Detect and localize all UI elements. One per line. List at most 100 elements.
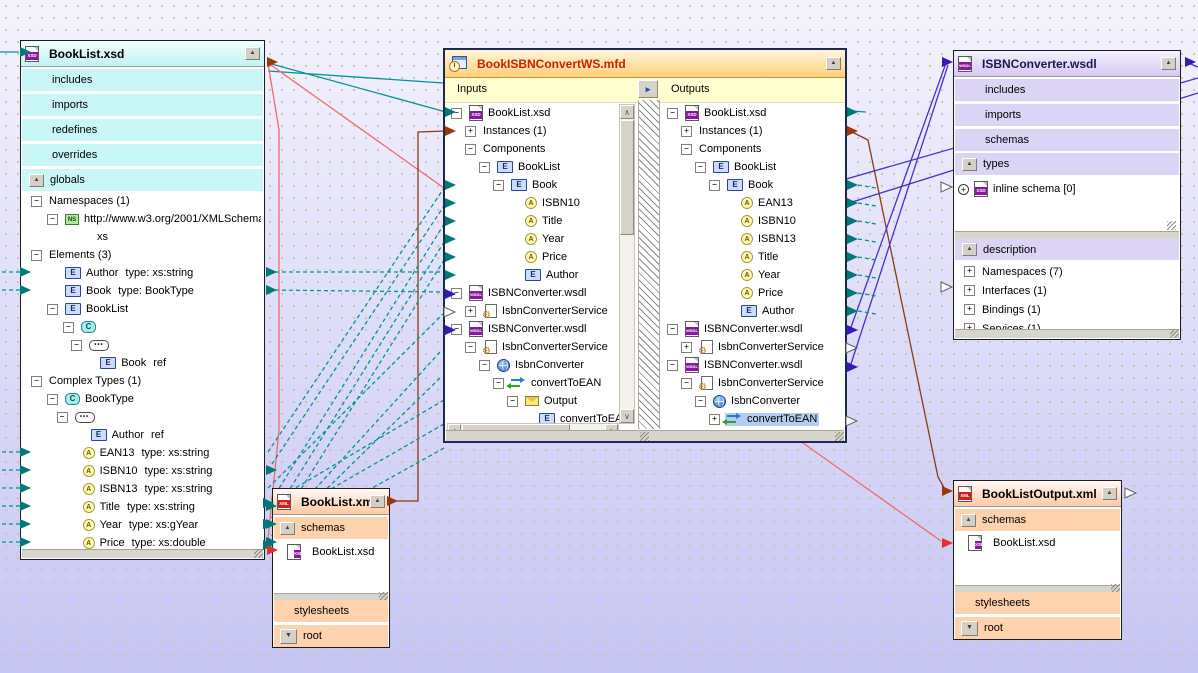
connector-arrow[interactable] [266,285,277,295]
panel-xml-header[interactable]: XML BookListOutput.xml ▲ [954,481,1121,507]
connector-arrow[interactable] [847,107,858,117]
tree-expander[interactable]: − [667,359,678,371]
panel-bottom-bar[interactable] [955,329,1179,338]
xml-section-schemas[interactable]: ▲ schemas [274,517,388,539]
resize-grip[interactable] [1167,221,1176,230]
xsd-section-imports[interactable]: imports [22,94,263,116]
connector-arrow[interactable] [1124,487,1138,499]
tree-expander[interactable]: − [493,179,504,191]
collapse-button[interactable]: ▲ [961,513,976,527]
connector-arrow[interactable] [847,180,858,190]
tree-item-xs[interactable]: xs [97,231,108,243]
tree-expander[interactable]: + [964,266,975,277]
connector-arrow[interactable] [942,538,953,548]
schema-reference-item[interactable]: XSD BookList.xsd [281,544,374,560]
resize-grip[interactable] [640,432,649,441]
panel-bottom-bar[interactable] [22,549,263,558]
tree-item-elements-3-[interactable]: −Elements (3) [23,246,261,264]
tree-expander[interactable]: − [451,323,462,335]
xml-section-stylesheets[interactable]: stylesheets [274,600,388,622]
xml-section-schemas[interactable]: ▲ schemas [955,509,1120,531]
collapse-button[interactable]: ▲ [1102,487,1117,500]
scroll-down-button[interactable]: ∨ [620,409,634,423]
inline-schema-item[interactable]: + XSD inline schema [0] [958,179,1076,199]
tree-item-converttoean[interactable]: −convertToEAN [447,374,619,392]
tree-item-namespaces-1-[interactable]: −Namespaces (1) [23,192,261,210]
collapse-button[interactable]: ▲ [29,173,44,187]
tree-item-complex-types-1-[interactable]: −Complex Types (1) [23,372,261,390]
connector-arrow[interactable] [266,465,277,475]
wsdl-section-includes[interactable]: includes [955,79,1179,101]
xml-root-selector[interactable]: ▼ root [955,617,1120,639]
panel-mapping-header[interactable]: BookISBNConvertWS.mfd ▲ [445,50,845,78]
scroll-up-button[interactable]: ∧ [620,105,634,119]
tree-item-isbnconverter[interactable]: −IsbnConverter [447,356,619,374]
tree-expander[interactable]: − [695,161,706,173]
resize-grip[interactable] [835,432,844,441]
collapse-button[interactable]: ▲ [280,521,295,535]
connector-arrow[interactable] [940,181,954,193]
mapping-direction-button[interactable]: ▸ [638,80,658,98]
tree-expander[interactable]: − [451,107,462,119]
connector-arrow[interactable] [847,234,858,244]
connector-arrow[interactable] [847,252,858,262]
expand-circle-icon[interactable]: + [958,183,969,195]
dropdown-button[interactable]: ▼ [280,628,297,644]
panel-wsdl-header[interactable]: WSDL ISBNConverter.wsdl ▲ [954,51,1180,77]
resize-grip[interactable] [379,592,388,601]
tree-item-instances-1-[interactable]: +Instances (1) [663,122,843,140]
collapse-button[interactable]: ▲ [1161,57,1176,70]
xsd-section-includes[interactable]: includes [22,69,263,91]
resize-grip[interactable] [1170,329,1179,338]
wsdl-section-types[interactable]: ▲ types [955,153,1179,175]
tree-item-interfaces-1-[interactable]: +Interfaces (1) [958,281,1176,300]
tree-item-seq[interactable]: −••• [23,336,261,354]
tree-expander[interactable]: − [47,393,58,405]
tree-expander[interactable]: − [63,321,74,333]
collapse-button[interactable]: ▲ [826,57,841,70]
xml-root-selector[interactable]: ▼ root [274,625,388,647]
tree-expander[interactable]: + [964,285,975,296]
tree-expander[interactable]: − [695,395,706,407]
tree-expander[interactable]: + [465,305,476,317]
tree-expander[interactable]: + [681,125,692,137]
connector-arrow[interactable] [1185,57,1196,67]
tree-item-isbnconverter[interactable]: −IsbnConverter [663,392,843,410]
collapse-button[interactable]: ▲ [962,157,977,171]
tree-expander[interactable]: − [493,377,504,389]
tree-item-converttoeanr[interactable]: EconvertToEANR [447,410,619,423]
tree-expander[interactable]: − [465,143,476,155]
collapse-button[interactable]: ▲ [370,495,385,508]
tree-item-seq[interactable]: −••• [23,408,261,426]
tree-item-isbnconverterservice[interactable]: −⚙IsbnConverterService [663,374,843,392]
tree-expander[interactable]: − [31,195,42,207]
connector-arrow[interactable] [845,342,859,354]
xml-section-stylesheets[interactable]: stylesheets [955,592,1120,614]
dropdown-button[interactable]: ▼ [961,620,978,636]
tree-item-isbnconverterservice[interactable]: +⚙IsbnConverterService [663,338,843,356]
tree-expander[interactable]: − [71,339,82,351]
